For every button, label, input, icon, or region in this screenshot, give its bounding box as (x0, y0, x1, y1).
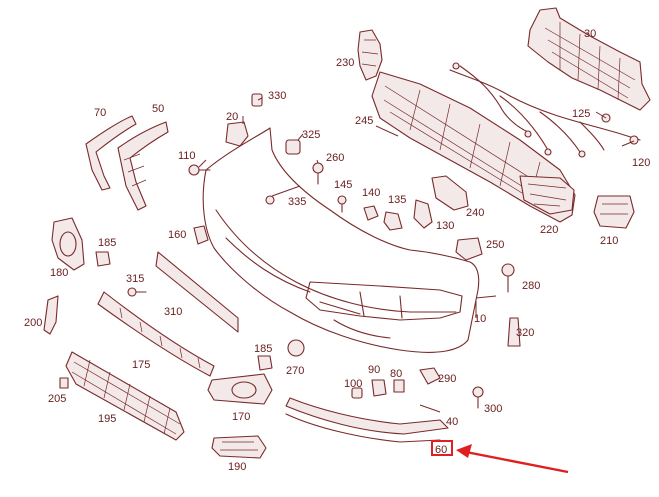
part-240-clip[interactable] (431, 175, 469, 211)
label-145: 145 (334, 179, 352, 191)
leader-lines (198, 97, 635, 413)
part-160-clip[interactable] (193, 225, 209, 245)
label-250: 250 (486, 239, 504, 251)
label-210: 210 (600, 235, 618, 247)
part-230-bracket[interactable] (357, 29, 383, 81)
label-230: 230 (336, 57, 354, 69)
label-220: 220 (540, 224, 558, 236)
part-250-clip[interactable] (455, 237, 483, 261)
label-110: 110 (178, 150, 196, 162)
highlight-box (431, 440, 453, 456)
part-335-clip[interactable] (265, 195, 275, 205)
label-240: 240 (466, 207, 484, 219)
label-270: 270 (286, 365, 304, 377)
label-310: 310 (164, 306, 182, 318)
label-70: 70 (94, 107, 106, 119)
label-20: 20 (226, 111, 238, 123)
part-320-screw[interactable] (507, 317, 521, 347)
label-260: 260 (326, 152, 344, 164)
label-300: 300 (484, 403, 502, 415)
part-10-bumper-cover[interactable] (202, 127, 480, 353)
label-100: 100 (344, 378, 362, 390)
part-205-clip[interactable] (59, 377, 69, 389)
label-130: 130 (436, 220, 454, 232)
part-220-mount[interactable] (519, 175, 575, 215)
part-325-grommet[interactable] (285, 139, 301, 155)
part-90-clip[interactable] (371, 379, 387, 397)
label-160: 160 (168, 229, 186, 241)
part-175-lower-trim[interactable] (97, 291, 215, 377)
label-280: 280 (522, 280, 540, 292)
part-60-spoiler-strip[interactable] (285, 413, 441, 443)
part-330-plug[interactable] (251, 93, 263, 107)
label-290: 290 (438, 373, 456, 385)
part-185-nut-left[interactable] (95, 251, 111, 267)
part-310-license-plate-base[interactable] (155, 251, 239, 333)
label-335: 335 (288, 196, 306, 208)
label-10: 10 (474, 313, 486, 325)
highlight-part-60[interactable]: 60 (431, 440, 569, 474)
label-315: 315 (126, 273, 144, 285)
part-30-carrier[interactable] (527, 7, 651, 111)
label-30: 30 (584, 28, 596, 40)
part-145-screw[interactable] (337, 195, 347, 213)
label-90: 90 (368, 364, 380, 376)
part-110-screw[interactable] (188, 164, 211, 176)
part-270-grommet[interactable] (287, 339, 305, 357)
label-245: 245 (355, 115, 373, 127)
label-205: 205 (48, 393, 66, 405)
part-290-bracket[interactable] (419, 367, 441, 385)
part-135-clip[interactable] (383, 211, 403, 231)
part-170-foglamp-cover[interactable] (207, 373, 273, 405)
label-135: 135 (388, 194, 406, 206)
part-190-grille-cover[interactable] (211, 435, 267, 459)
part-195-grille-mesh[interactable] (65, 351, 185, 441)
part-300-screw[interactable] (472, 386, 484, 409)
label-185-right: 185 (254, 343, 272, 355)
arrow-head-icon (456, 444, 472, 458)
label-320: 320 (516, 327, 534, 339)
part-210-bracket[interactable] (593, 195, 635, 229)
label-170: 170 (232, 411, 250, 423)
label-140: 140 (362, 187, 380, 199)
label-60: 60 (435, 444, 447, 456)
part-315-screw[interactable] (127, 287, 147, 297)
label-190: 190 (228, 461, 246, 473)
part-130-bracket[interactable] (413, 199, 433, 229)
label-195: 195 (98, 413, 116, 425)
part-labels: 30 230 330 20 70 50 245 325 125 110 260 … (24, 28, 650, 473)
label-180: 180 (50, 267, 68, 279)
part-185-nut-right[interactable] (257, 355, 273, 371)
part-200-trim[interactable] (43, 295, 59, 335)
label-330: 330 (268, 90, 286, 102)
label-125: 125 (572, 108, 590, 120)
part-280-screw[interactable] (501, 263, 515, 293)
label-325: 325 (302, 129, 320, 141)
highlight-arrow (465, 450, 569, 474)
part-20-bracket[interactable] (225, 121, 249, 147)
label-175: 175 (132, 359, 150, 371)
part-260-screw[interactable] (312, 162, 324, 185)
label-80: 80 (390, 368, 402, 380)
part-140-nut[interactable] (363, 205, 379, 221)
label-120: 120 (632, 157, 650, 169)
part-80-clip[interactable] (393, 379, 405, 393)
label-50: 50 (152, 103, 164, 115)
part-70-side-bracket[interactable] (85, 115, 137, 191)
part-100-clip[interactable] (351, 387, 363, 399)
label-40: 40 (446, 416, 458, 428)
part-50-side-bracket[interactable] (117, 121, 169, 211)
part-180-foglamp-bracket[interactable] (51, 217, 85, 271)
label-200: 200 (24, 317, 42, 329)
label-185-left: 185 (98, 237, 116, 249)
part-40-spoiler-strip[interactable] (285, 397, 449, 435)
